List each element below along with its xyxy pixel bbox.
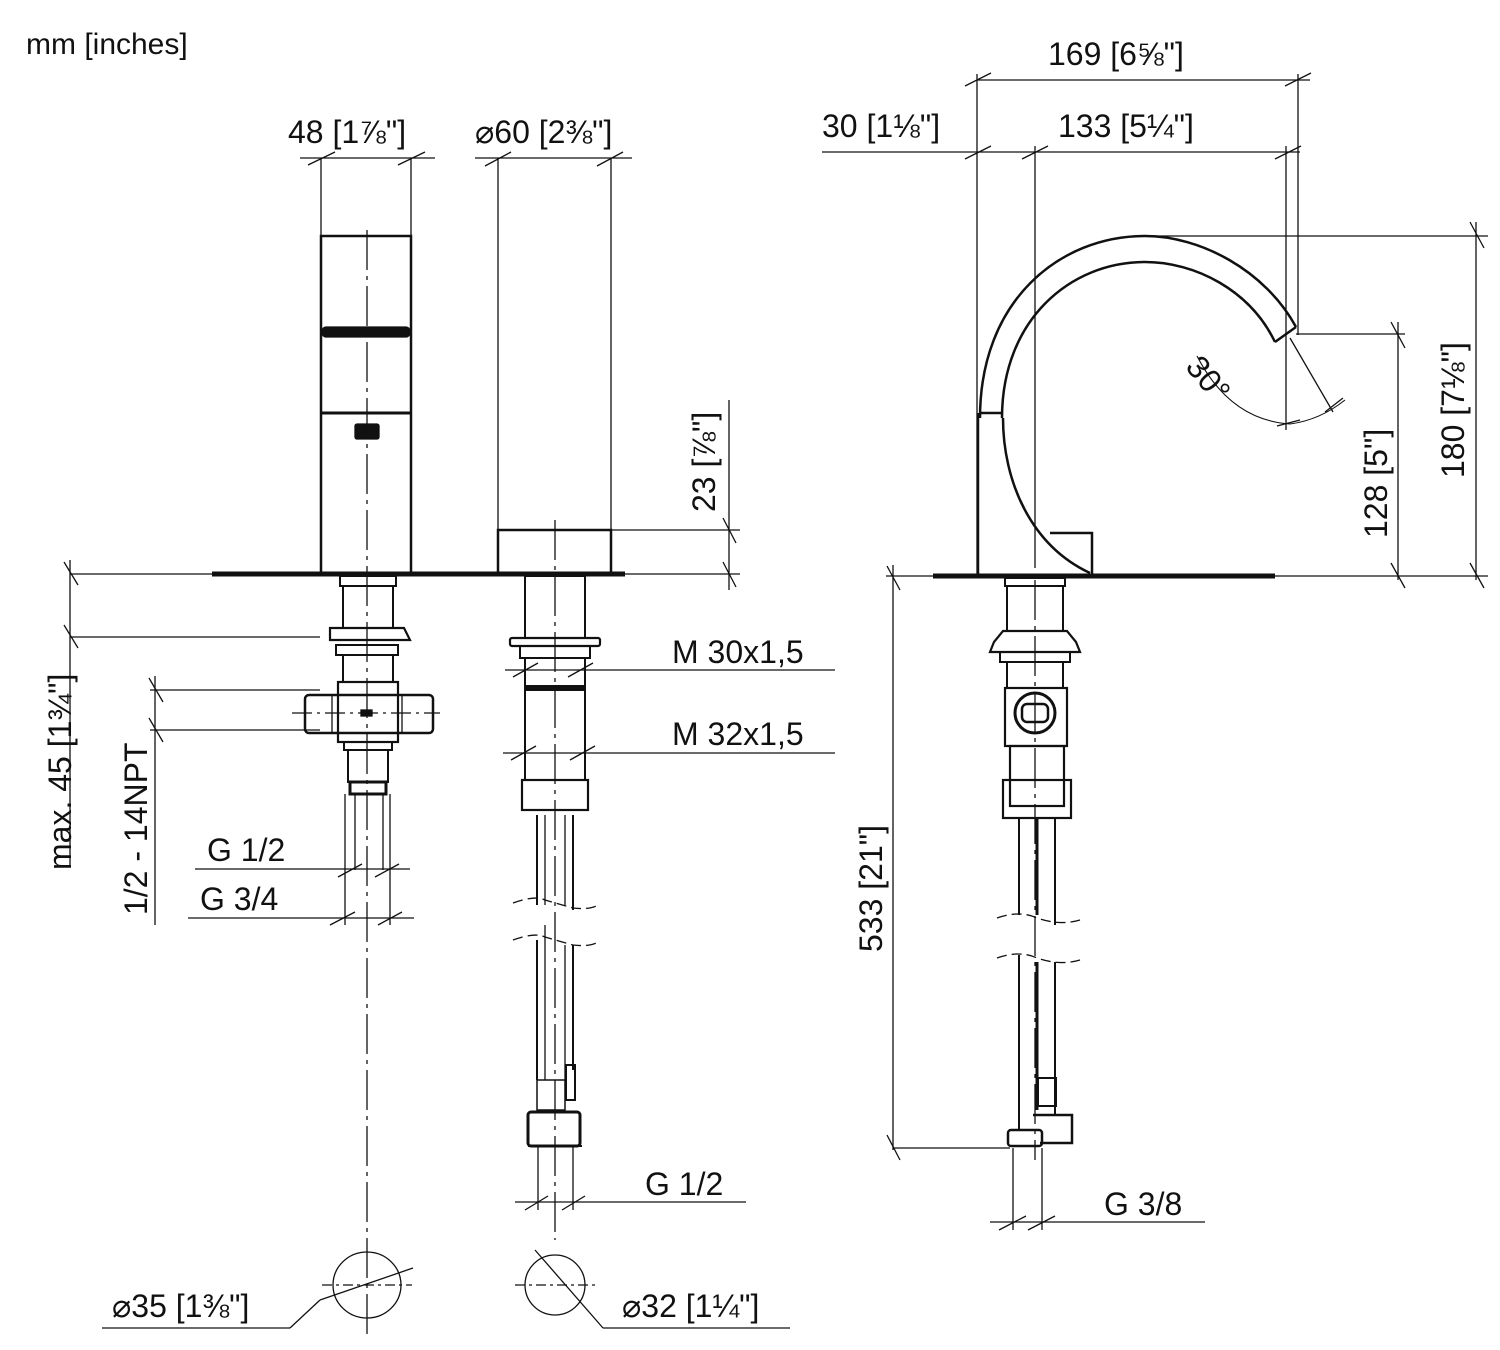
- npt-thread-dimension: 1/2 - 14NPT: [118, 742, 154, 915]
- spout-connection-g38: G 3/8: [1104, 1186, 1183, 1222]
- handle-connection-g12: G 1/2: [207, 832, 286, 868]
- handle-view: [63, 151, 625, 1340]
- thread-m30: M 30x1,5: [672, 634, 804, 670]
- spout-overall-height: 180 [7⅛"]: [1435, 342, 1471, 478]
- max-thickness-dimension: max. 45 [1¾"]: [42, 673, 78, 870]
- thread-m32: M 32x1,5: [672, 716, 804, 752]
- handle-hole-diameter: ⌀35 [1⅜"]: [112, 1288, 250, 1324]
- spout-overall-reach: 169 [6⅝"]: [1048, 36, 1184, 72]
- holder-hole-diameter: ⌀32 [1¼"]: [622, 1288, 760, 1324]
- spout-view: [822, 72, 1488, 1231]
- handle-width-dimension: 48 [1⅞"]: [288, 114, 407, 150]
- holder-view: [475, 151, 835, 1329]
- holder-diameter-dimension: ⌀60 [2⅜"]: [475, 114, 613, 150]
- holder-connection-g12: G 1/2: [645, 1166, 724, 1202]
- units-label: mm [inches]: [26, 28, 188, 61]
- spout-below-deck-length: 533 [21"]: [853, 824, 889, 952]
- spout-reach: 133 [5¼"]: [1058, 108, 1194, 144]
- holder-height-dimension: 23 [⅞"]: [686, 411, 722, 512]
- spout-base-depth: 30 [1⅛"]: [822, 108, 941, 144]
- handle-connection-g34: G 3/4: [200, 881, 279, 917]
- spout-outlet-height: 128 [5"]: [1358, 428, 1394, 538]
